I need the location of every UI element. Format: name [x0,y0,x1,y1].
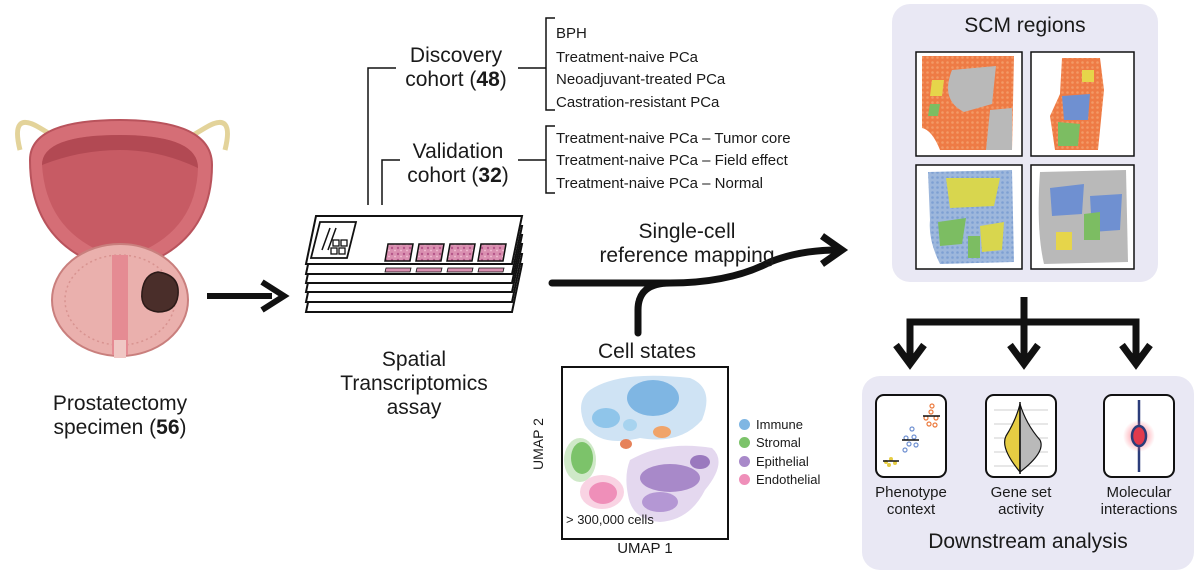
discovery-suffix: ) [499,68,507,92]
legend-label: Epithelial [756,454,809,469]
downstream-item-geneset: Gene set activity [966,484,1076,519]
downstream-item-phenotype: Phenotype context [856,484,966,519]
validation-prefix: cohort ( [407,164,479,188]
umap-plot [561,366,729,540]
discovery-cohort-label: Discovery cohort (48) [394,44,518,92]
prostate-illustration [15,118,230,358]
validation-group: Treatment-naive PCa – Normal [556,175,764,192]
mapping-line2: reference mapping [599,244,775,268]
legend-item-endothelial: Endothelial [739,472,821,488]
legend-swatch [739,437,750,448]
legend-item-epithelial: Epithelial [739,454,809,470]
downstream-item-line1: Phenotype [875,484,947,501]
top-slide [304,215,524,265]
scm-tiles [915,51,1135,270]
discovery-group: Neoadjuvant-treated PCa [556,71,726,88]
discovery-line2: cohort (48) [394,68,518,92]
legend-item-stromal: Stromal [739,435,801,451]
mapping-arrow [548,233,849,337]
specimen-prefix: specimen ( [53,416,157,440]
cell-states-title: Cell states [597,340,697,363]
cohort-brackets [367,17,555,205]
specimen-label-line2: specimen (56) [30,416,210,440]
tissue-section [384,243,414,262]
assay-line1: Spatial [381,348,447,371]
legend-label: Endothelial [756,472,821,487]
legend-swatch [739,419,750,430]
umap-xlabel: UMAP 1 [617,540,673,557]
validation-count: 32 [478,164,502,188]
specimen-suffix: ) [179,416,187,440]
slide-stack [304,215,524,313]
discovery-line1: Discovery [409,44,503,67]
legend-swatch [739,456,750,467]
bladder-lumen [42,135,198,258]
downstream-title: Downstream analysis [928,530,1128,553]
legend-swatch [739,474,750,485]
legend-item-immune: Immune [739,417,803,433]
downstream-item-line2: context [886,501,936,519]
tissue-section [446,243,476,262]
specimen-label-line1: Prostatectomy [52,392,188,415]
specimen-count: 56 [156,416,180,440]
assay-line3: assay [386,396,442,420]
assay-label: Spatial Transcriptomics assay [326,348,502,420]
assay-line2: Transcriptomics [340,372,488,396]
discovery-group: Castration-resistant PCa [556,94,720,111]
downstream-item-line1: Gene set [990,484,1052,501]
downstream-icons [875,394,1175,478]
discovery-prefix: cohort ( [405,68,477,92]
scm-title: SCM regions [964,14,1086,37]
validation-suffix: ) [501,164,509,188]
tumor-nodule [141,271,179,313]
ureter-left [15,120,62,151]
umap-cell-count: > 300,000 cells [566,512,654,527]
legend-label: Immune [756,417,803,432]
discovery-count: 48 [476,68,500,92]
arrow-specimen-to-assay [207,279,290,313]
validation-cohort-label: Validation cohort (32) [398,140,518,188]
legend-label: Stromal [756,435,801,450]
fork-arrows [893,297,1153,370]
validation-line2: cohort (32) [398,164,518,188]
downstream-item-line1: Molecular [1106,484,1172,501]
downstream-item-line2: activity [998,501,1044,519]
tissue-section [477,243,507,262]
urethra [112,255,128,355]
specimen-label: Prostatectomy specimen (56) [30,392,210,440]
downstream-item-molecular: Molecular interactions [1084,484,1194,519]
phenotype-icon [875,394,947,478]
downstream-item-line2: interactions [1100,501,1178,519]
discovery-group: BPH [556,25,587,42]
umap-ylabel: UMAP 2 [530,418,546,470]
validation-group: Treatment-naive PCa – Tumor core [556,130,791,147]
discovery-group: Treatment-naive PCa [556,49,699,66]
validation-group: Treatment-naive PCa – Field effect [556,152,788,169]
mapping-line1: Single-cell [638,220,736,243]
ureter-right [183,120,230,151]
tissue-section [415,243,445,262]
validation-line1: Validation [412,140,504,163]
mapping-label: Single-cell reference mapping [592,220,782,268]
